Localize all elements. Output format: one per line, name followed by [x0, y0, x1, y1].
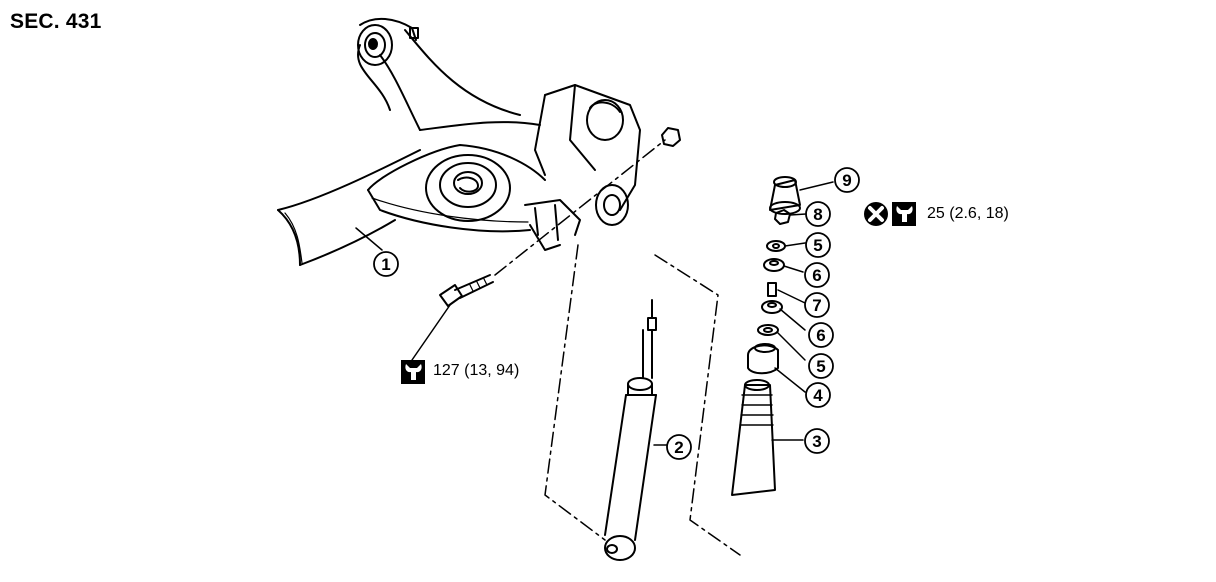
callout-5a: 5	[813, 236, 822, 255]
shock-cap	[769, 176, 801, 215]
callout-circle-9	[834, 167, 860, 193]
callout-6a: 6	[812, 266, 821, 285]
callout-circle-6b	[808, 322, 834, 348]
section-label: SEC. 431	[10, 10, 102, 33]
callout-circle-2	[666, 434, 692, 460]
callout-circle-5b	[808, 353, 834, 379]
callout-1: 1	[381, 255, 390, 274]
callout-5b: 5	[816, 357, 825, 376]
mounting-bolt	[439, 274, 494, 307]
callout-circle-8	[805, 201, 831, 227]
callout-circle-1	[373, 251, 399, 277]
callout-circle-7	[804, 292, 830, 318]
callout-2: 2	[674, 438, 683, 457]
callout-circle-5a	[805, 232, 831, 258]
callout-8: 8	[813, 205, 822, 224]
callout-7: 7	[812, 296, 821, 315]
torque-wrench-icon	[401, 360, 425, 384]
bound-bumper	[747, 343, 779, 375]
leader-lines	[355, 181, 834, 446]
bolt-torque-spec: 127 (13, 94)	[433, 362, 520, 379]
hex-nut	[661, 127, 681, 147]
washers-bushings	[757, 240, 786, 336]
callout-3: 3	[812, 432, 821, 451]
callout-6b: 6	[816, 326, 825, 345]
callout-circles	[373, 167, 860, 460]
torque-wrench-icon	[892, 202, 916, 226]
callout-4: 4	[813, 386, 823, 405]
bolt-axis-line	[494, 139, 666, 276]
upper-nut	[774, 209, 791, 225]
dust-cover	[731, 379, 776, 496]
callout-circle-4	[805, 382, 831, 408]
nut-torque-spec: 25 (2.6, 18)	[927, 205, 1009, 222]
callout-circle-3	[804, 428, 830, 454]
suspension-arm	[277, 17, 641, 266]
shock-absorber	[544, 244, 741, 561]
callout-9: 9	[842, 171, 851, 190]
callout-circle-6a	[804, 262, 830, 288]
do-not-reuse-icon	[864, 202, 888, 226]
